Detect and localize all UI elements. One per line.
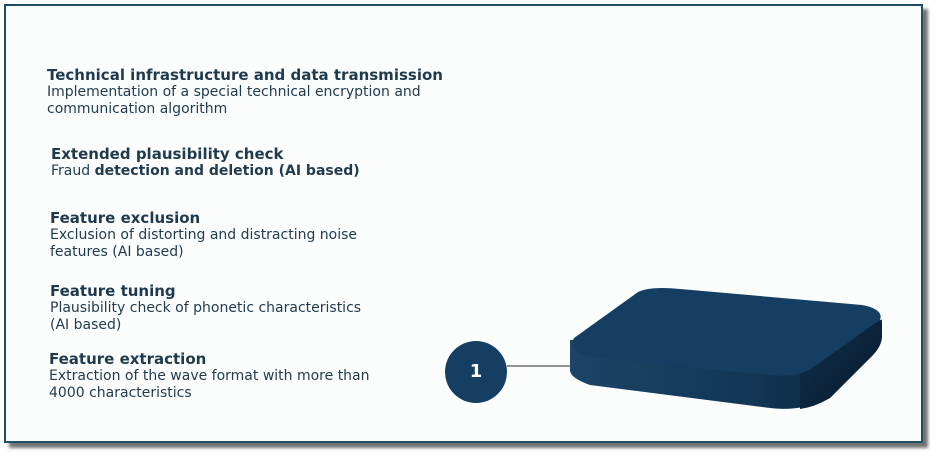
layer-feature-exclusion: Feature exclusion Exclusion of distortin… [50, 210, 390, 261]
layer-extended-plausibility-check: Extended plausibility check Fraud detect… [51, 146, 431, 180]
layer-technical-infrastructure: Technical infrastructure and data transm… [47, 67, 447, 118]
layer-title: Feature exclusion [50, 209, 201, 227]
layer-feature-extraction: Feature extraction Extraction of the wav… [49, 351, 409, 402]
layer-title: Technical infrastructure and data transm… [47, 66, 443, 84]
layer-description: Implementation of a special technical en… [47, 84, 421, 117]
layer-description: Exclusion of distorting and distracting … [50, 227, 358, 260]
layer-feature-tuning: Feature tuning Plausibility check of pho… [50, 283, 370, 334]
layer-description: Plausibility check of phonetic character… [50, 300, 362, 333]
layer-description: Extraction of the wave format with more … [49, 368, 370, 401]
layer-description: Fraud detection and deletion (AI based) [51, 163, 360, 179]
badge-number: 1 [469, 361, 483, 382]
layer-title: Extended plausibility check [51, 145, 284, 163]
layer-title: Feature tuning [50, 282, 176, 300]
layer-title: Feature extraction [49, 350, 207, 368]
